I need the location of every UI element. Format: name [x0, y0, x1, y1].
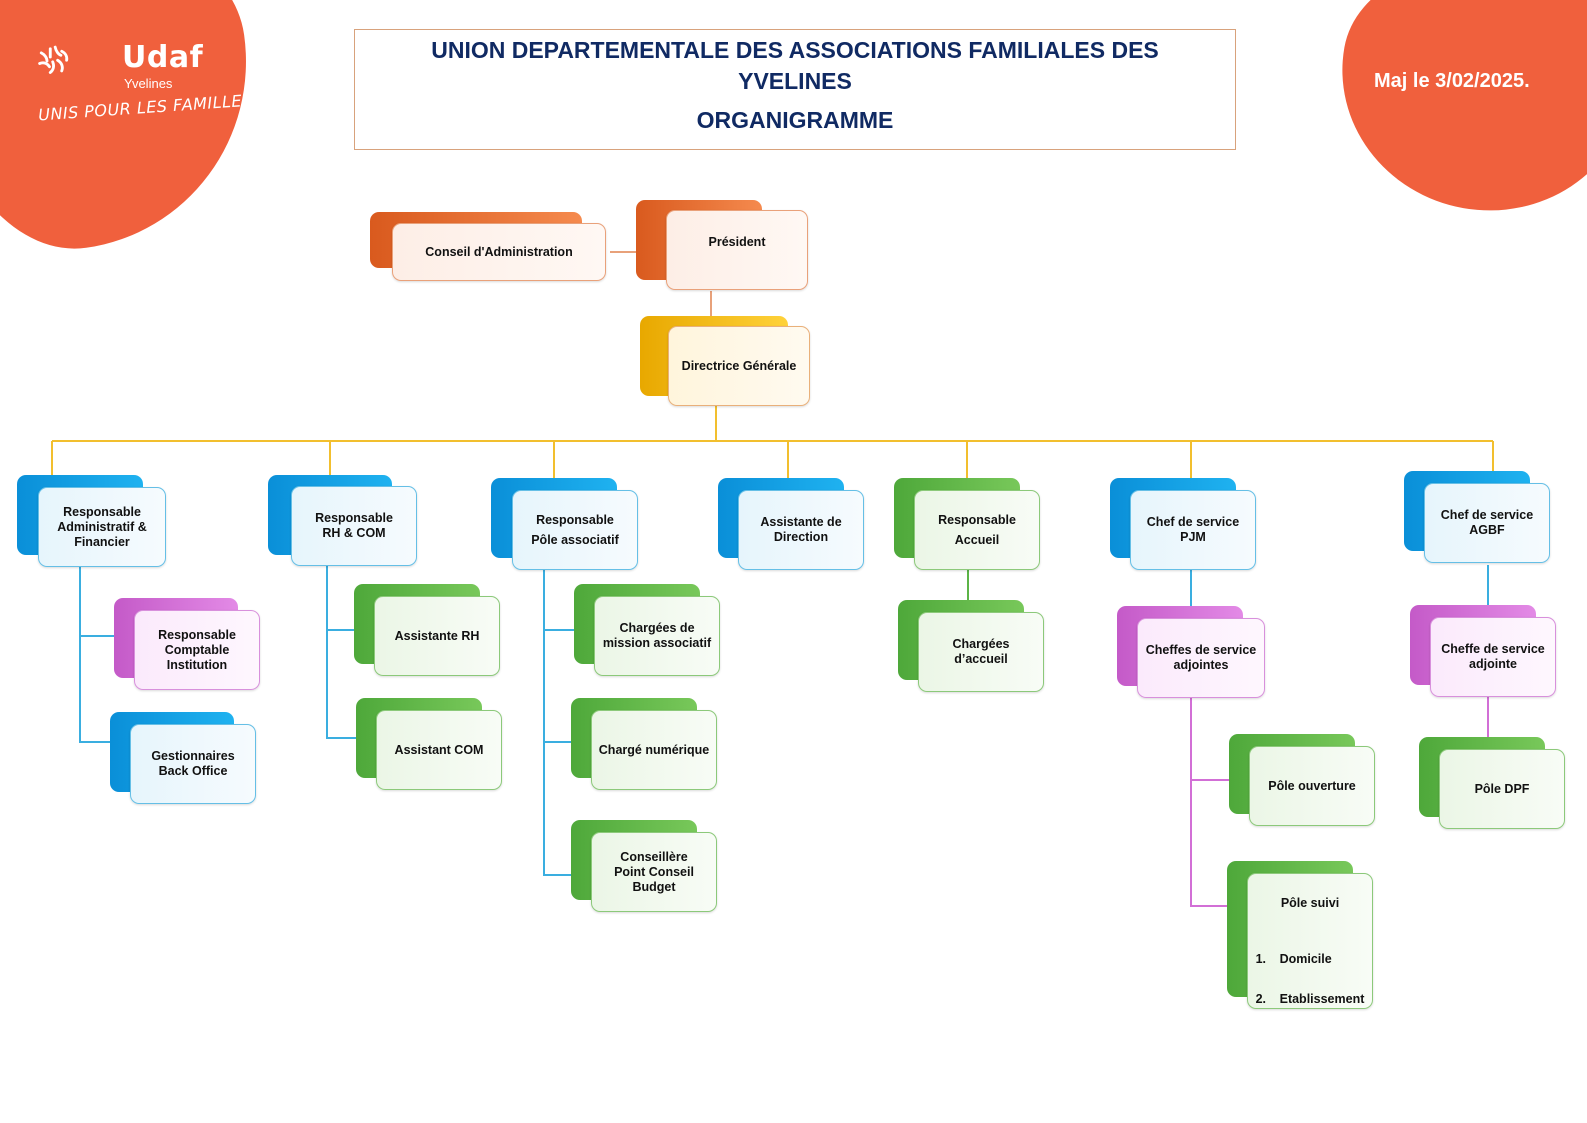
- title-box: UNION DEPARTEMENTALE DES ASSOCIATIONS FA…: [354, 29, 1236, 150]
- node-pole-suivi-card: Pôle suivi 1.Domicile 2.Etablissement: [1247, 873, 1373, 1009]
- node-label: Pôle DPF: [1439, 749, 1565, 829]
- node-label: Conseil d'Administration: [392, 223, 606, 281]
- udaf-logo-icon: [38, 45, 69, 74]
- node-label: Gestionnaires Back Office: [130, 724, 256, 804]
- node-label: Chargées d’accueil: [918, 612, 1044, 692]
- node-label: Chargées de mission associatif: [594, 596, 720, 676]
- node-label: Responsable RH & COM: [291, 486, 417, 566]
- update-date: Maj le 3/02/2025.: [1374, 70, 1530, 92]
- node-label: Assistante RH: [374, 596, 500, 676]
- node-label: Assistante de Direction: [738, 490, 864, 570]
- node-label: Cheffe de service adjointe: [1430, 617, 1556, 697]
- node-label: Responsable Accueil: [914, 490, 1040, 570]
- node-label: Pôle suivi: [1280, 896, 1340, 910]
- node-label: Chef de service PJM: [1130, 490, 1256, 570]
- node-label: Responsable Administratif & Financier: [38, 487, 166, 567]
- list-item: 2.Etablissement: [1255, 992, 1365, 1006]
- node-label: Pôle ouverture: [1249, 746, 1375, 826]
- pole-suivi-list: 1.Domicile 2.Etablissement: [1256, 929, 1365, 1029]
- logo-name: Udaf: [122, 40, 204, 75]
- list-item: 1.Domicile: [1255, 952, 1332, 966]
- page-title: UNION DEPARTEMENTALE DES ASSOCIATIONS FA…: [431, 37, 1159, 94]
- logo-subtitle: Yvelines: [124, 76, 173, 91]
- node-label: Responsable Pôle associatif: [512, 490, 638, 570]
- node-label: Chef de service AGBF: [1424, 483, 1550, 563]
- node-label: Chargé numérique: [591, 710, 717, 790]
- node-label: Président: [666, 210, 808, 290]
- node-label: Conseillère Point Conseil Budget: [591, 832, 717, 912]
- node-label: Directrice Générale: [668, 326, 810, 406]
- page-subtitle: ORGANIGRAMME: [696, 107, 894, 133]
- node-label: Responsable Comptable Institution: [134, 610, 260, 690]
- node-label: Cheffes de service adjointes: [1137, 618, 1265, 698]
- node-label: Assistant COM: [376, 710, 502, 790]
